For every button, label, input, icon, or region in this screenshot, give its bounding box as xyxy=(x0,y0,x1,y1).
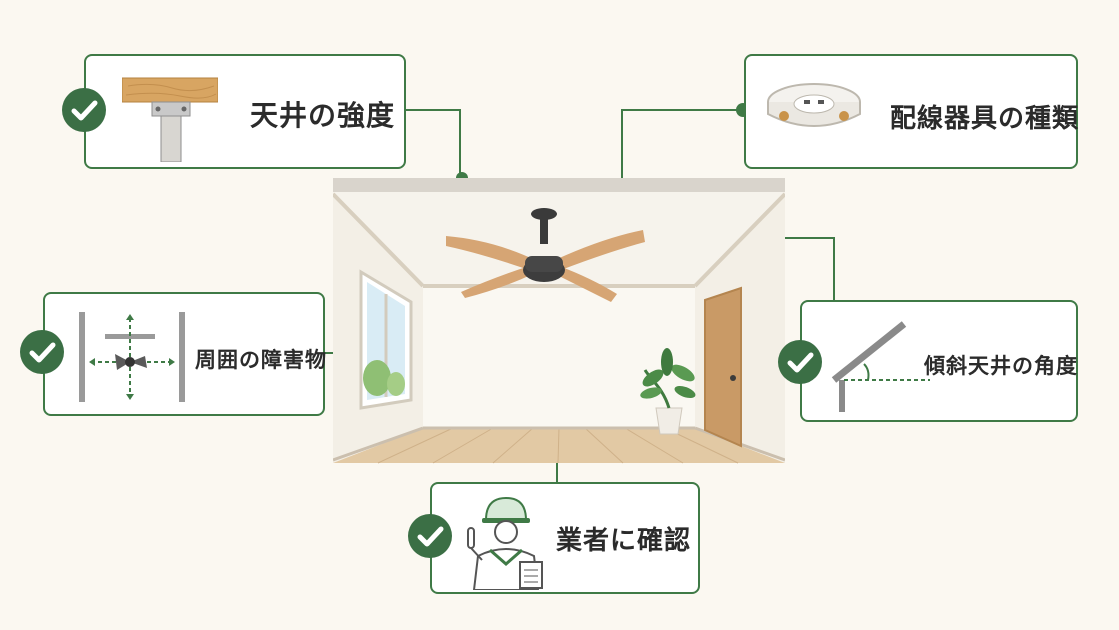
check-icon xyxy=(778,340,822,384)
label-sloped-ceiling-angle: 傾斜天井の角度 xyxy=(924,354,1078,378)
check-icon xyxy=(62,88,106,132)
ceiling-beam xyxy=(333,178,785,192)
card-surrounding-obstacles: 周囲の障害物 xyxy=(43,292,327,416)
ceiling xyxy=(333,192,785,286)
ceiling-outlet-icon xyxy=(767,83,861,127)
card-sloped-ceiling-angle: 傾斜天井の角度 xyxy=(800,300,1078,422)
plant xyxy=(640,348,696,435)
label-surrounding-obstacles: 周囲の障害物 xyxy=(195,348,327,372)
card-ceiling-strength: 天井の強度 xyxy=(84,54,406,169)
room-illustration xyxy=(333,178,785,464)
sloped-ceiling-icon xyxy=(831,321,930,412)
door xyxy=(704,286,742,448)
ceiling-fan xyxy=(446,208,645,302)
contractor-worker-icon xyxy=(467,496,543,590)
card-wiring-fixture: 配線器具の種類 xyxy=(744,54,1078,169)
label-wiring-fixture: 配線器具の種類 xyxy=(890,104,1080,134)
ceiling-joist-icon xyxy=(122,77,218,162)
fan-clearance-icon xyxy=(79,312,185,402)
check-icon xyxy=(20,330,64,374)
back-wall xyxy=(423,286,695,428)
connector-ceiling-strength xyxy=(406,109,461,178)
card-contractor-confirm: 業者に確認 xyxy=(430,482,700,594)
window xyxy=(359,269,413,410)
label-ceiling-strength: 天井の強度 xyxy=(250,99,396,132)
label-contractor-confirm: 業者に確認 xyxy=(556,526,692,556)
check-icon xyxy=(408,514,452,558)
